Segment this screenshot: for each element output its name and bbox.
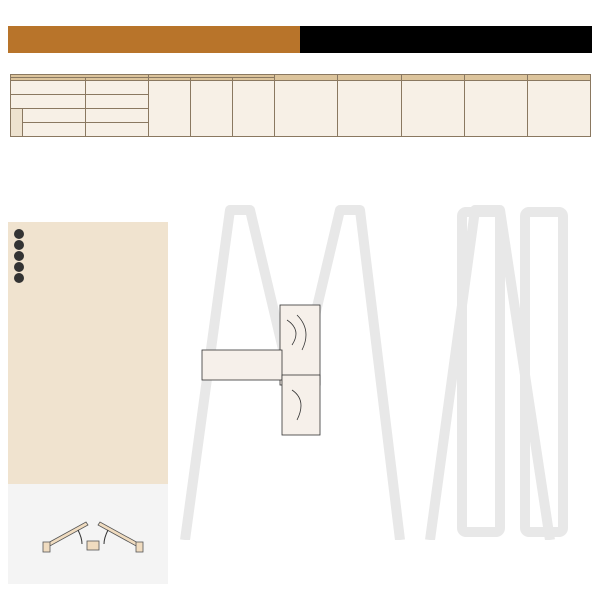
cell-stop-angle: [400, 80, 465, 137]
remark-item: [14, 250, 162, 261]
cell-w: [148, 80, 192, 137]
number-badge-icon: [14, 229, 24, 239]
table-row: [9, 94, 591, 109]
cell-stop-mech: [337, 80, 402, 137]
side-note: [10, 108, 23, 137]
cell-right: [21, 122, 87, 137]
cell-h: [190, 80, 234, 137]
series-title: [8, 26, 300, 53]
number-badge-icon: [14, 262, 24, 272]
cell-left: [85, 94, 150, 109]
cell-left: [85, 108, 150, 123]
remark-item: [14, 272, 162, 283]
spec-table: [9, 74, 592, 137]
cell-mass: [274, 80, 339, 137]
cell-d: [232, 80, 276, 137]
cell-left: [85, 122, 150, 137]
cell-left: [85, 80, 150, 95]
page-header: [8, 26, 592, 53]
number-badge-icon: [14, 240, 24, 250]
handedness-box: [8, 484, 168, 584]
section-title: [300, 26, 592, 53]
remark-item: [14, 239, 162, 250]
table-row: [10, 108, 591, 137]
cell-right: [9, 80, 87, 95]
table-row: [9, 80, 592, 137]
number-badge-icon: [14, 251, 24, 261]
table-row: [11, 122, 591, 137]
cell-right: [9, 94, 87, 109]
cell-surface: [526, 80, 592, 137]
cell-right: [21, 108, 87, 123]
door-swing-icon: [42, 521, 144, 553]
remark-item: [14, 261, 162, 272]
number-badge-icon: [14, 273, 24, 283]
cell-max-open: [463, 80, 528, 137]
remark-item: [14, 228, 162, 239]
remarks-box: [8, 222, 168, 484]
wood-door-diagram: [201, 304, 321, 436]
